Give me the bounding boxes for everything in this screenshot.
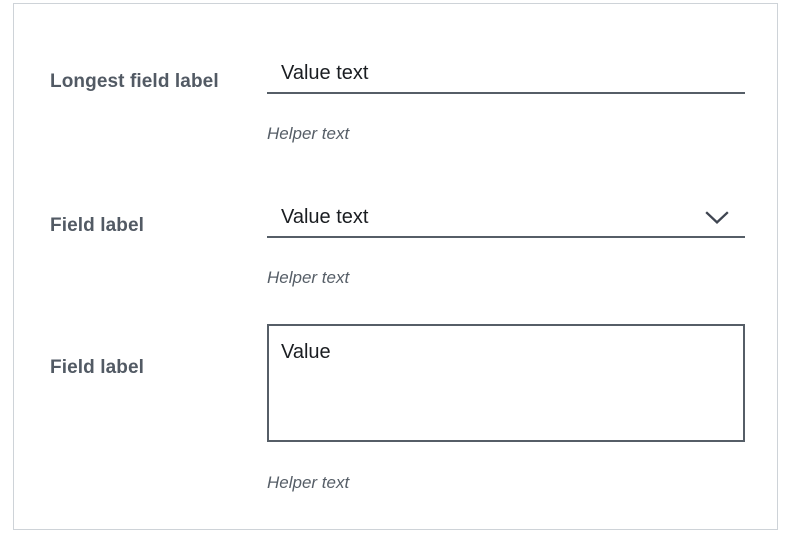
helper-text-text-input: Helper text [267,124,350,143]
field-label-longest: Longest field label [50,71,219,92]
textarea-value: Value [281,341,331,363]
text-input-control: Value text [267,48,745,94]
text-input[interactable]: Value text [267,48,745,94]
form-panel: Longest field label Value text Helper te… [13,3,778,530]
textarea-control: Value [267,324,745,442]
textarea-input[interactable]: Value [267,324,745,442]
select-control: Value text [267,192,745,238]
chevron-down-icon[interactable] [705,210,729,226]
select-input[interactable]: Value text [267,192,745,238]
helper-text-textarea: Helper text [267,473,350,492]
field-label-select: Field label [50,215,145,236]
field-list: Longest field label Value text Helper te… [14,4,777,529]
select-value: Value text [281,206,369,228]
field-label-textarea: Field label [50,357,145,378]
text-input-value: Value text [281,62,369,84]
helper-text-select: Helper text [267,268,350,287]
